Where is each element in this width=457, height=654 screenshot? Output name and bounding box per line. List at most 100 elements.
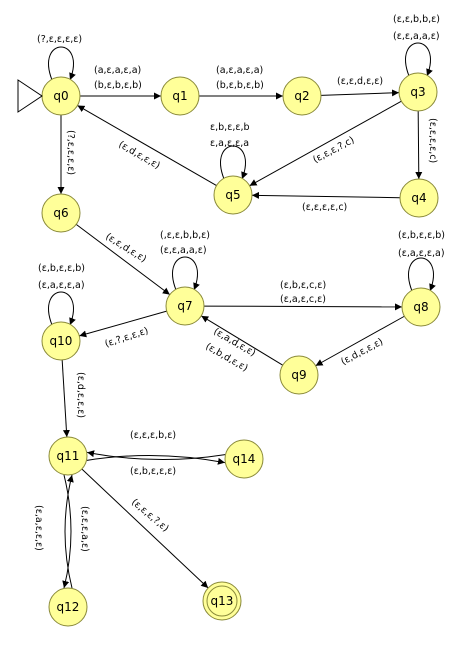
transition-label-q11-q14: (ε,ε,ε,b,ε) <box>130 430 176 441</box>
transition-q3-q3 <box>405 42 433 77</box>
state-circle-q2 <box>282 76 322 116</box>
transition-label-q10-q10: (ε,a,ε,ε,a) <box>38 280 85 291</box>
transition-arrow-q12-q11 <box>64 474 74 589</box>
state-q4[interactable]: q4 <box>399 178 439 218</box>
state-circle-q3 <box>398 72 438 112</box>
transition-label-q8-q8: (ε,b,ε,ε,b) <box>398 230 445 241</box>
transition-arrow-q3-q4 <box>415 110 423 180</box>
transition-arrow-q3-q3 <box>405 42 433 77</box>
state-label: q1 <box>172 89 187 103</box>
state-label: q14 <box>233 452 256 466</box>
state-q13[interactable]: q13 <box>202 581 242 621</box>
transition-q7-q8 <box>203 303 403 311</box>
transition-arrow-q14-q11 <box>86 450 226 461</box>
transition-q11-q13 <box>81 468 209 589</box>
state-circle-q4 <box>399 178 439 218</box>
transition-arrow-q0-q0 <box>48 46 76 81</box>
transition-arrow-q6-q7 <box>75 224 171 295</box>
transition-arrow-q9-q7 <box>200 315 284 366</box>
initial-state-arrow <box>17 79 43 113</box>
transition-arrow-q7-q7 <box>172 256 200 291</box>
state-q10[interactable]: q10 <box>41 321 81 361</box>
transition-label-q4-q5: (ε,ε,ε,ε,c) <box>302 202 347 213</box>
transition-q14-q11 <box>86 450 226 461</box>
transition-q7-q7 <box>172 256 200 291</box>
state-circle-q6 <box>41 193 81 233</box>
final-state-ring <box>206 585 238 617</box>
state-label: q10 <box>50 334 73 348</box>
state-q11[interactable]: q11 <box>48 436 88 476</box>
transition-label-q0-q1: (a,ε,a,ε,a) <box>94 65 141 76</box>
transition-q12-q11 <box>64 474 74 589</box>
transition-q4-q5 <box>251 191 401 199</box>
transition-q8-q8 <box>408 257 436 292</box>
state-label: q0 <box>53 89 68 103</box>
state-label: q4 <box>411 191 426 205</box>
state-label: q9 <box>291 368 306 382</box>
state-label: q2 <box>294 89 309 103</box>
transition-q5-q5 <box>220 145 248 180</box>
transition-label-q7-q8: (ε,b,ε,c,ε) <box>280 280 326 291</box>
transition-arrow-q5-q5 <box>220 145 248 180</box>
transition-arrow-q7-q8 <box>203 303 403 311</box>
transition-label-q7-q7: (ε,ε,a,a,ε) <box>160 245 207 256</box>
transition-arrow-q10-q11 <box>61 359 70 438</box>
state-q2[interactable]: q2 <box>282 76 322 116</box>
transition-label-q1-q2: (a,ε,a,ε,a) <box>216 65 263 76</box>
state-q6[interactable]: q6 <box>41 193 81 233</box>
transition-label-q5-q5: ε,b,ε,ε,b <box>210 122 250 133</box>
state-label: q11 <box>57 449 80 463</box>
transition-q11-q14 <box>86 454 226 465</box>
transition-arrow-q8-q9 <box>315 315 405 367</box>
transition-arrow-q10-q10 <box>48 291 76 326</box>
transition-label-q11-q12: (ε,ε,ε,a,ε) <box>79 506 90 552</box>
transition-label-q7-q8: (ε,a,ε,c,ε) <box>280 294 326 305</box>
transition-label-q0-q6: (?,ε,ε,ε,ε) <box>65 130 76 175</box>
state-q8[interactable]: q8 <box>401 287 441 327</box>
transition-label-q3-q3: (ε,ε,b,b,ε) <box>393 14 440 25</box>
state-q1[interactable]: q1 <box>160 76 200 116</box>
transition-label-q0-q1: (b,ε,b,ε,b) <box>94 80 142 91</box>
transition-arrow-q11-q13 <box>81 468 209 589</box>
state-circle-q11 <box>48 436 88 476</box>
transition-q3-q5 <box>249 100 402 187</box>
transition-arrow-q4-q5 <box>251 191 401 199</box>
transition-q2-q3 <box>320 89 400 97</box>
transition-label-q8-q8: (ε,a,ε,ε,a) <box>398 248 445 259</box>
transition-q6-q7 <box>75 224 171 295</box>
transition-q0-q0 <box>48 46 76 81</box>
state-q3[interactable]: q3 <box>398 72 438 112</box>
transition-q8-q9 <box>315 315 405 367</box>
state-q14[interactable]: q14 <box>224 439 264 479</box>
transition-label-q3-q4: (ε,ε,ε,ε,c) <box>427 118 438 163</box>
state-circle-q1 <box>160 76 200 116</box>
transition-label-q2-q3: (ε,ε,d,ε,ε) <box>337 76 383 87</box>
state-q5[interactable]: q5 <box>213 175 253 215</box>
transition-q10-q11 <box>61 359 70 438</box>
transition-label-q7-q7: (,ε,ε,b,b,ε) <box>160 230 210 241</box>
transition-arrow-q8-q8 <box>408 257 436 292</box>
state-q12[interactable]: q12 <box>48 587 88 627</box>
transition-arrow-q5-q0 <box>77 105 217 186</box>
transition-label-q3-q3: (ε,ε,a,a,ε) <box>393 31 440 42</box>
state-q0[interactable]: q0 <box>41 76 81 116</box>
state-label: q7 <box>177 299 192 313</box>
state-q7[interactable]: q7 <box>165 286 205 326</box>
state-circle-q8 <box>401 287 441 327</box>
transition-label-q14-q11: (ε,b,ε,ε,ε) <box>130 466 176 477</box>
states-layer: q0 q1 q2 q3 q4 q5 q6 q7 q8 q9 q10 q11 q12 q13 q14 <box>41 72 441 627</box>
transition-label-q7-q10: (ε,?,ε,ε,ε) <box>104 325 150 349</box>
transition-q9-q7 <box>200 315 284 366</box>
state-circle-q12 <box>48 587 88 627</box>
transition-label-q5-q0: (ε,d,ε,ε,ε) <box>117 139 162 172</box>
transition-arrow-q11-q14 <box>86 454 226 465</box>
transition-arrow-q3-q5 <box>249 100 402 187</box>
state-circle-q5 <box>213 175 253 215</box>
transition-arrow-q11-q12 <box>62 474 72 589</box>
transition-q11-q12 <box>62 474 72 589</box>
transition-label-q12-q11: (ε,a,ε,ε,ε) <box>33 505 44 551</box>
state-circle-q10 <box>41 321 81 361</box>
state-q9[interactable]: q9 <box>279 355 319 395</box>
state-circle-q14 <box>224 439 264 479</box>
